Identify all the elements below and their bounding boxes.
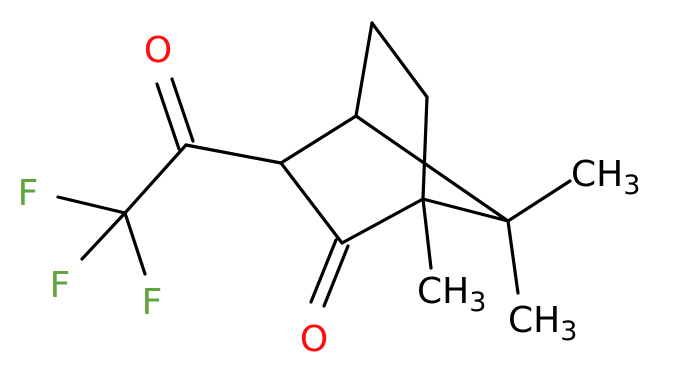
methyl-bridgehead-label: CH3 [417,271,486,318]
atom-labels: O O F F F CH3 CH3 CH3 [18,30,641,360]
bond-c1-c7 [421,197,510,223]
bond-c7-methyl-right [506,179,572,223]
bond-cf3-carbonyl [123,143,188,215]
oxygen-ketone-label: O [300,319,328,360]
bond-cf3-f3 [123,211,147,276]
methyl-right-main: CH [571,154,623,195]
fluorine-3-label: F [142,282,163,323]
fluorine-2-label: F [50,265,71,306]
bond-carbonyl-c3 [184,143,283,165]
bond-cf3-f2 [80,211,127,261]
fluorine-1-label: F [18,173,39,214]
bond-ketone-double-a [309,238,338,304]
bond-c1-methyl [421,197,433,270]
methyl-bridgehead-main: CH [417,271,469,312]
bond-c3-c2 [279,161,344,245]
bond-c4-c5 [354,21,374,118]
methyl-right-label: CH3 [571,154,640,201]
bond-cf3-f1 [56,195,127,215]
bond-ketone-double-b [322,244,350,308]
bond-c6-c1 [421,95,429,201]
bond-acyl-co-double-b [170,77,195,143]
methyl-right-sub: 3 [623,170,640,201]
bond-c7-methyl-bottom [506,219,520,295]
bond-c4-c7 [354,114,510,223]
methyl-bottom-label: CH3 [508,300,577,347]
bonds [56,21,572,308]
bond-c3-c4 [279,114,358,165]
methyl-bottom-sub: 3 [560,316,577,347]
bond-c5-c6 [370,21,429,99]
oxygen-acyl-label: O [144,30,172,71]
methyl-bridgehead-sub: 3 [469,287,486,318]
bond-c2-c1 [340,197,425,245]
bond-acyl-co-double-a [155,82,181,151]
methyl-bottom-main: CH [508,300,560,341]
